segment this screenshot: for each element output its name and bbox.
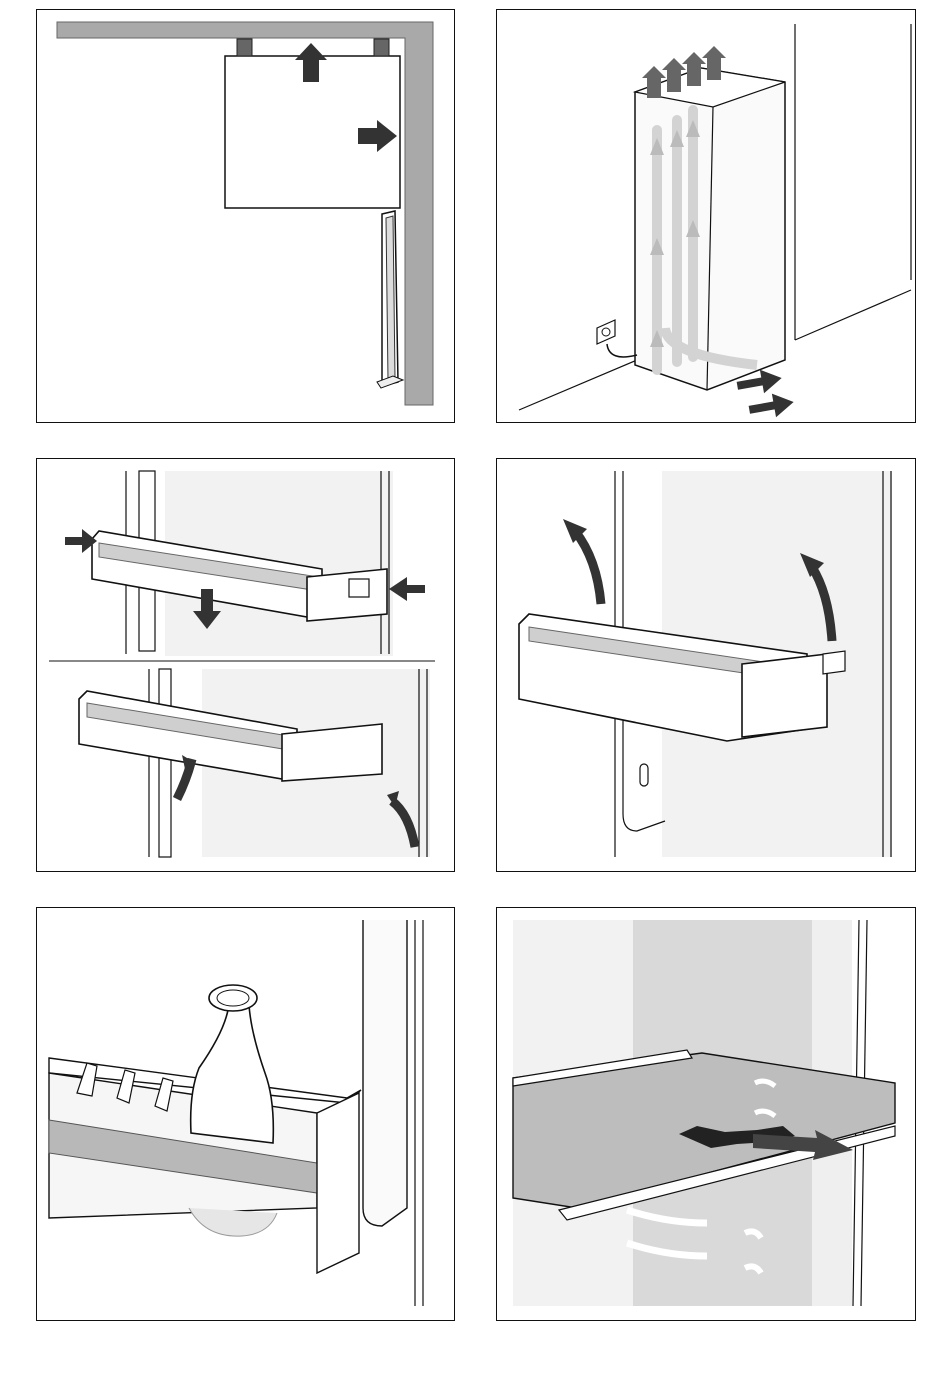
bottle-cap — [209, 985, 257, 1011]
door-shelf-removal-illustration — [37, 459, 455, 872]
power-socket-icon — [597, 320, 615, 344]
door-shelf-lift-illustration — [497, 459, 916, 872]
press-arrow-right-icon — [389, 577, 425, 601]
panel-door-shelf-bottle — [36, 907, 455, 1321]
door-edge — [363, 920, 407, 1226]
glass-shelf-removal-illustration — [497, 908, 916, 1321]
milk-bottle — [191, 1003, 274, 1143]
panel-door-shelf-lift — [496, 458, 916, 872]
panel-glass-shelf-removal — [496, 907, 916, 1321]
hinge-right-icon — [374, 39, 389, 56]
power-cable — [607, 344, 637, 357]
niche-illustration — [37, 10, 455, 423]
panel-ventilation-airflow — [496, 9, 916, 423]
lift-arrow-left-icon — [575, 531, 601, 604]
hinge-left-icon — [237, 39, 252, 56]
ventilation-illustration — [497, 10, 916, 423]
panel-door-shelf-removal — [36, 458, 455, 872]
panel-niche-clearance — [36, 9, 455, 423]
shelf-clip — [823, 651, 845, 674]
door-shelf-bottle-illustration — [37, 908, 455, 1321]
intake-arrow-2-icon — [747, 390, 795, 421]
